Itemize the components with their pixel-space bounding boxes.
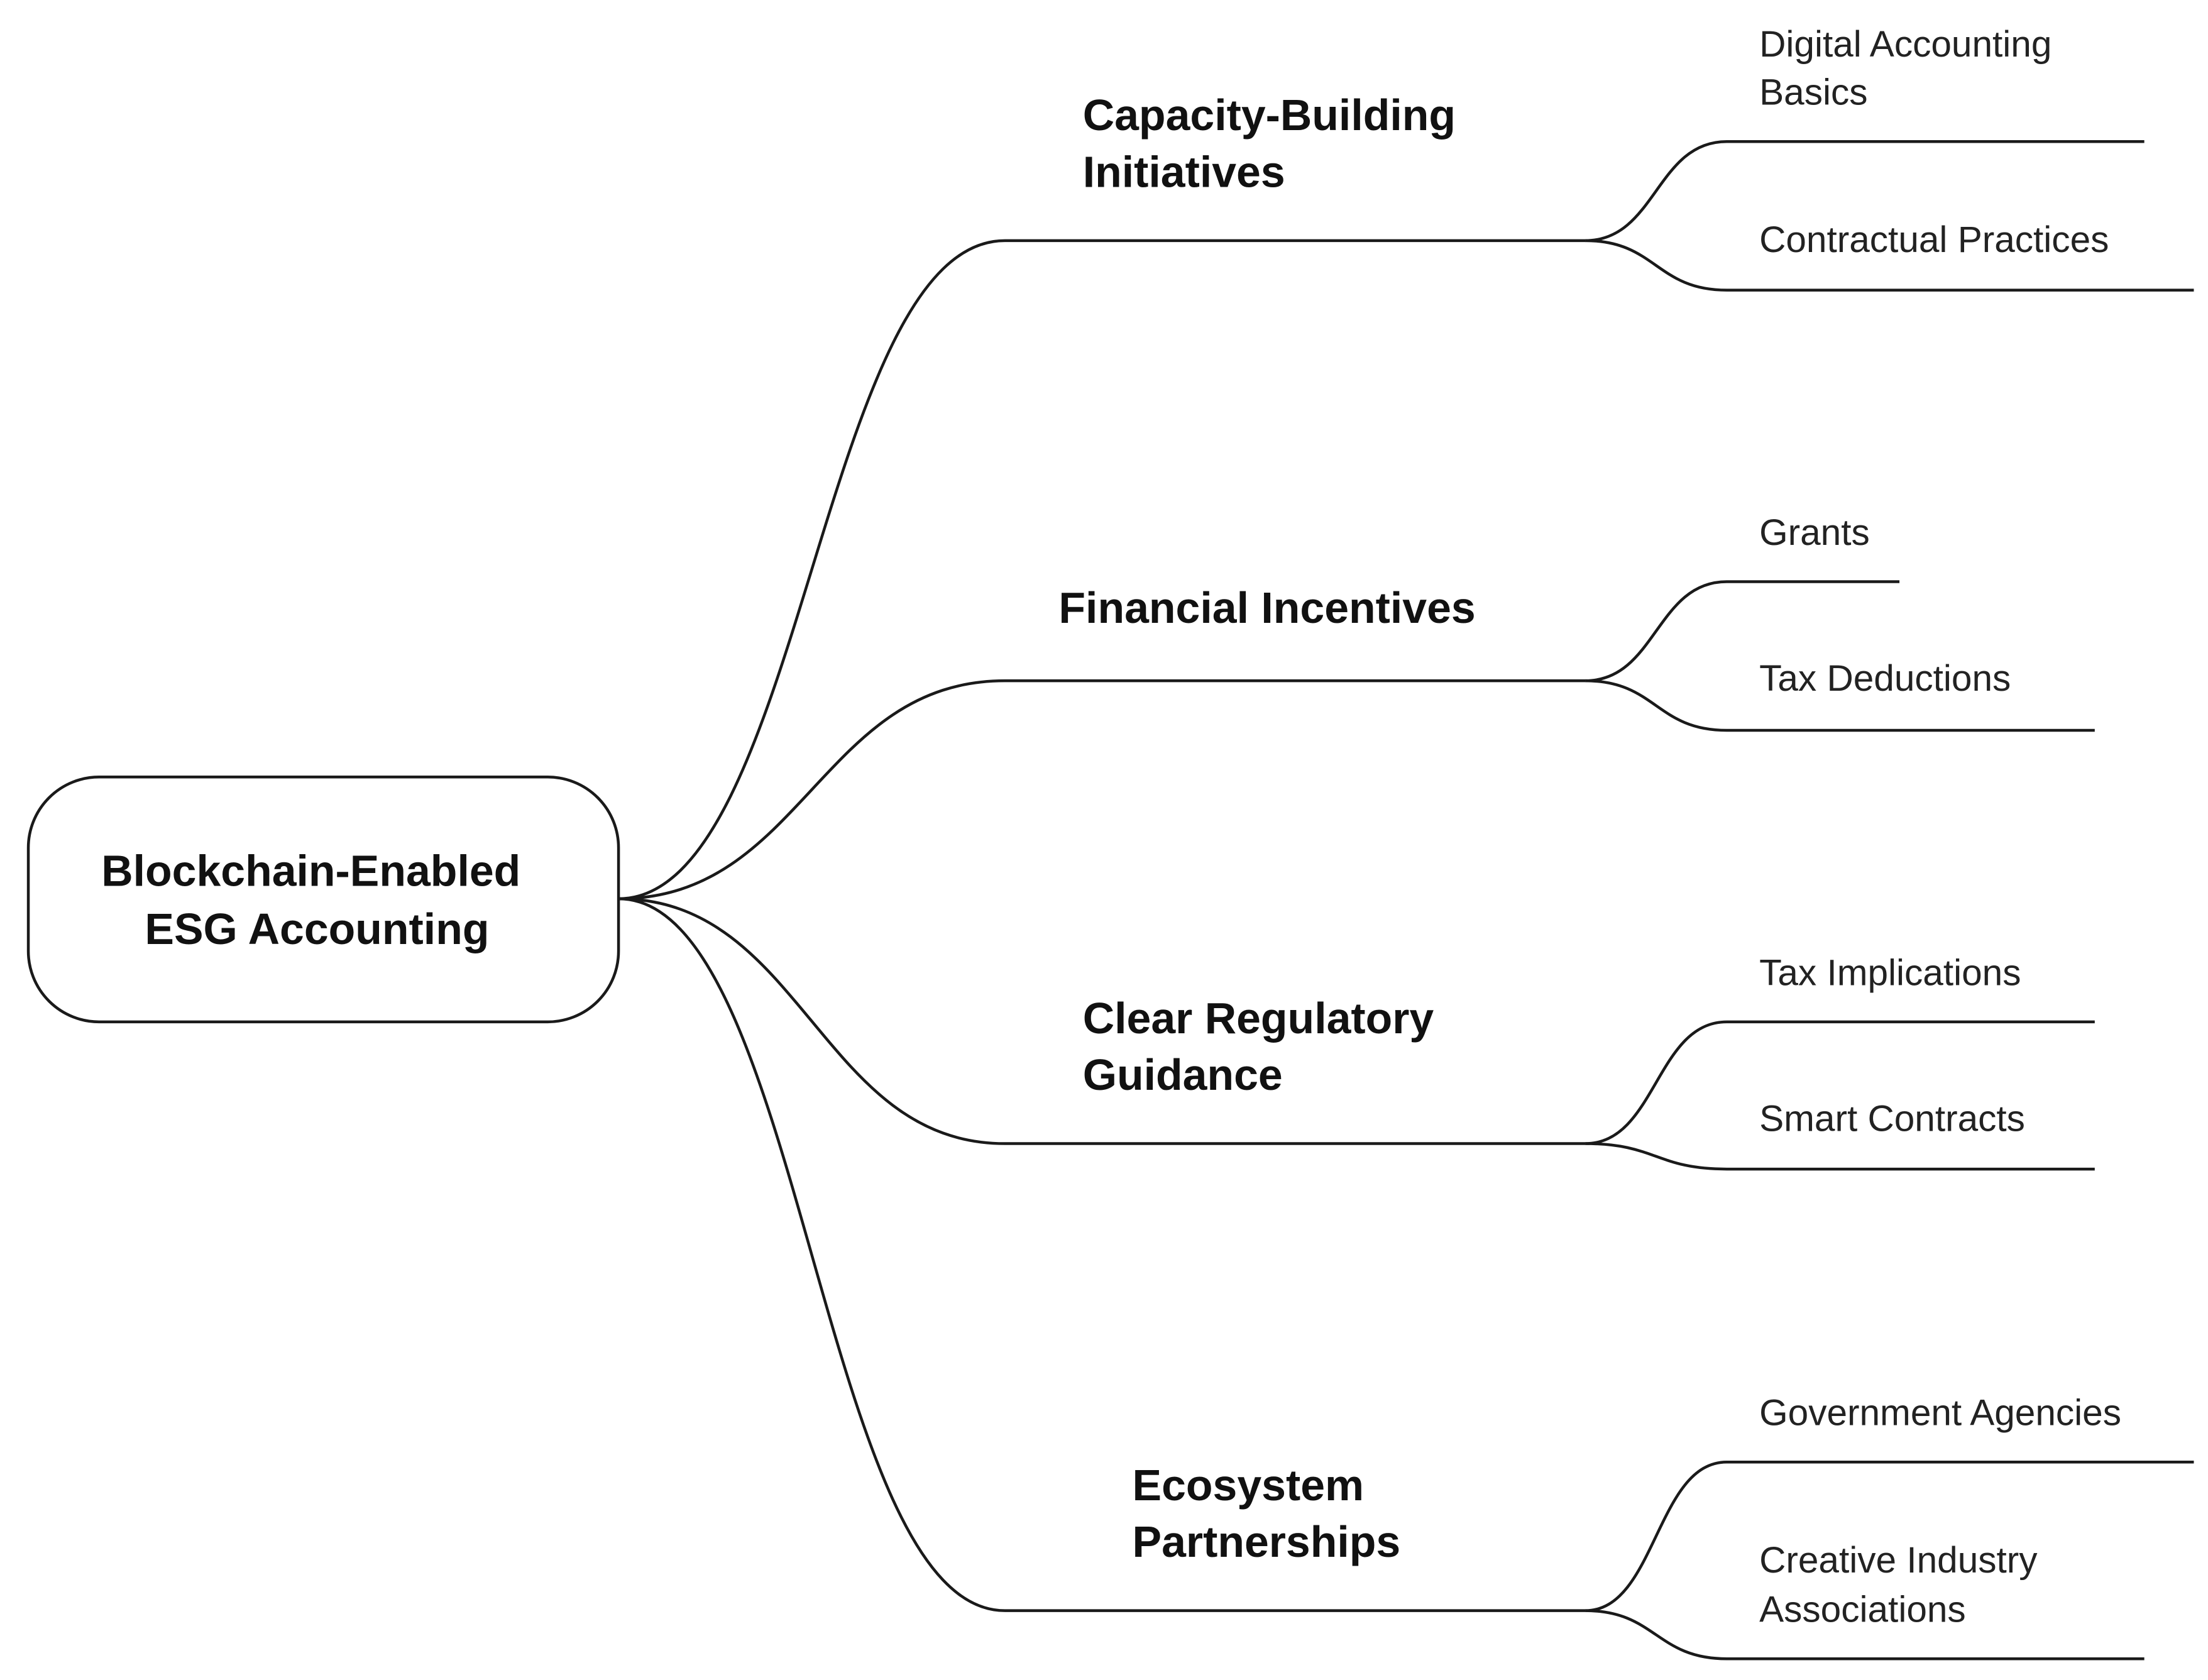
leaf-label: Tax Deductions xyxy=(1759,658,2011,699)
branch-label: Capacity-Building Initiatives xyxy=(1083,91,1468,196)
branch-label: Financial Incentives xyxy=(1058,583,1475,632)
leaf-label-line: Basics xyxy=(1759,72,1867,113)
leaf-label: Creative Industry Associations xyxy=(1759,1540,2048,1630)
leaf-edge xyxy=(1585,580,1900,683)
leaf-label-line: Smart Contracts xyxy=(1759,1098,2025,1139)
edges xyxy=(618,140,2194,1661)
leaf-label: Government Agencies xyxy=(1759,1393,2121,1434)
leaf-label: Digital Accounting Basics xyxy=(1759,24,2062,113)
leaf-edge xyxy=(1585,239,2194,292)
branch-label-line: Guidance xyxy=(1083,1050,1283,1099)
leaf-label-line: Tax Implications xyxy=(1759,952,2021,993)
leaf-label: Contractual Practices xyxy=(1759,219,2109,260)
leaf-edge xyxy=(1585,1020,2095,1145)
root-label-line: ESG Accounting xyxy=(145,904,489,953)
branch-label-line: Clear Regulatory xyxy=(1083,994,1434,1043)
branch-label-line: Initiatives xyxy=(1083,147,1285,196)
root-node: Blockchain-Enabled ESG Accounting xyxy=(26,776,620,1024)
leaf-label-line: Grants xyxy=(1759,512,1870,553)
leaf-label: Smart Contracts xyxy=(1759,1098,2025,1139)
root-box xyxy=(26,776,620,1024)
leaf-label-line: Tax Deductions xyxy=(1759,658,2011,699)
leaf-edge xyxy=(1585,1142,2095,1171)
leaf-edge xyxy=(1585,140,2145,243)
leaf-label-line: Government Agencies xyxy=(1759,1393,2121,1434)
leaf-edge xyxy=(1585,1609,2145,1661)
leaf-label-line: Associations xyxy=(1759,1589,1966,1630)
branch-label-line: Capacity-Building xyxy=(1083,91,1456,140)
branch-edge xyxy=(618,897,1586,1612)
branch-label: Clear Regulatory Guidance xyxy=(1083,994,1446,1099)
branch-edge xyxy=(618,239,1586,901)
branch-label: Ecosystem Partnerships xyxy=(1133,1461,1401,1566)
leaf-edge xyxy=(1585,679,2095,732)
leaf-edge xyxy=(1585,1460,2194,1612)
leaf-label-line: Digital Accounting xyxy=(1759,24,2051,65)
branch-label-line: Financial Incentives xyxy=(1058,583,1475,632)
branch-edge xyxy=(618,897,1586,1145)
root-label: Blockchain-Enabled ESG Accounting xyxy=(101,847,533,953)
branch-edge xyxy=(618,679,1586,901)
root-label-line: Blockchain-Enabled xyxy=(101,847,520,896)
branch-label-line: Ecosystem xyxy=(1133,1461,1365,1510)
leaf-label-line: Creative Industry xyxy=(1759,1540,2038,1581)
leaf-label: Tax Implications xyxy=(1759,952,2021,993)
leaf-label-line: Contractual Practices xyxy=(1759,219,2109,260)
branch-label-line: Partnerships xyxy=(1133,1517,1401,1566)
leaf-label: Grants xyxy=(1759,512,1870,553)
